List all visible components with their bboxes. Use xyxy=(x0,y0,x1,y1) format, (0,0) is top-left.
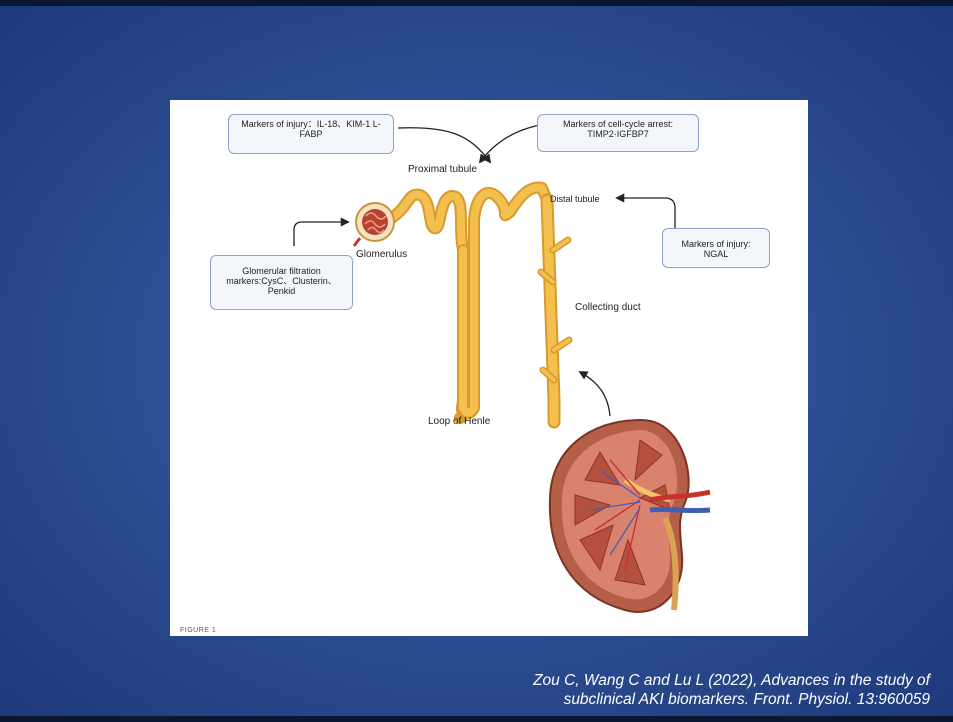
callout-cell-cycle-arrest-markers: Markers of cell-cycle arrest: TIMP2·IGFB… xyxy=(537,114,699,152)
kidney-illustration xyxy=(550,420,710,612)
label-proximal-tubule: Proximal tubule xyxy=(408,164,477,175)
top-frame-bar xyxy=(0,0,953,6)
figure-panel: Markers of injury：IL-18、KIM-1 L-FABP Mar… xyxy=(170,100,808,636)
callout-proximal-injury-markers: Markers of injury：IL-18、KIM-1 L-FABP xyxy=(228,114,394,154)
label-glomerulus: Glomerulus xyxy=(356,249,407,260)
label-distal-tubule: Distal tubule xyxy=(550,194,600,204)
callout-glomerular-filtration-markers: Glomerular filtration markers:CysC、Clust… xyxy=(210,255,353,310)
nephron-tubule xyxy=(392,188,569,422)
citation-line-1: Zou C, Wang C and Lu L (2022), Advances … xyxy=(420,671,930,690)
nephron-diagram xyxy=(170,100,808,636)
label-collecting-duct: Collecting duct xyxy=(575,302,641,313)
bottom-frame-bar xyxy=(0,716,953,722)
glomerulus-illustration xyxy=(354,203,394,246)
citation: Zou C, Wang C and Lu L (2022), Advances … xyxy=(420,671,930,709)
callout-distal-injury-markers: Markers of injury: NGAL xyxy=(662,228,770,268)
figure-caption: FIGURE 1 xyxy=(180,627,216,634)
label-loop-of-henle: Loop of Henle xyxy=(428,416,490,427)
citation-line-2: subclinical AKI biomarkers. Front. Physi… xyxy=(420,690,930,709)
